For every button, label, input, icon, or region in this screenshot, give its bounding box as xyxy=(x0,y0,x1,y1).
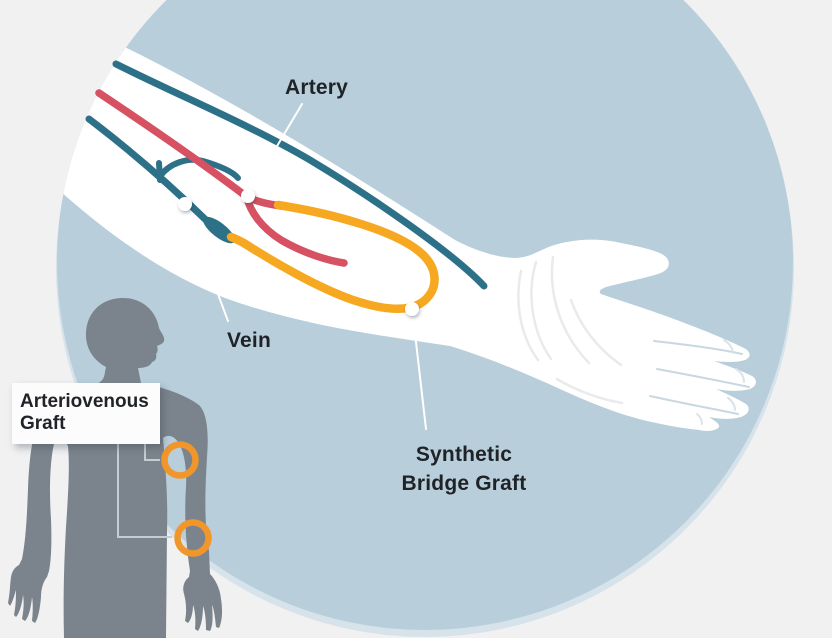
body-silhouette xyxy=(8,297,223,638)
vein-label: Vein xyxy=(227,329,271,352)
av-box-connector-lower xyxy=(117,434,172,538)
palm-creases xyxy=(517,255,624,405)
graft-marker-dot xyxy=(405,302,419,316)
av-graft-label-line1: Arteriovenous xyxy=(20,391,149,412)
bridge-graft-label-line2: Bridge Graft xyxy=(401,472,527,495)
graft-loop-path xyxy=(226,200,439,314)
finger-separators xyxy=(649,340,750,415)
artery-marker-dot xyxy=(241,189,255,203)
forearm-ring-marker xyxy=(174,519,212,557)
artery-leader-line xyxy=(250,103,303,191)
bridge-graft-label-line1: Synthetic xyxy=(415,443,513,466)
av-graft-label-line2: Graft xyxy=(20,413,66,434)
upper-arm-ring-marker xyxy=(161,441,199,479)
bridge-graft-label: Synthetic Bridge Graft xyxy=(374,440,554,498)
knuckle-marks xyxy=(696,339,745,425)
vein-leader-line xyxy=(186,210,229,322)
vein-upper-path xyxy=(112,60,488,290)
graft-leader-line xyxy=(412,315,427,430)
artery-path xyxy=(95,89,348,267)
vein-marker-dot xyxy=(178,197,192,211)
artery-label: Artery xyxy=(285,76,349,99)
vein-lower-path xyxy=(85,115,211,225)
av-graft-label-box: Arteriovenous Graft xyxy=(12,383,160,444)
